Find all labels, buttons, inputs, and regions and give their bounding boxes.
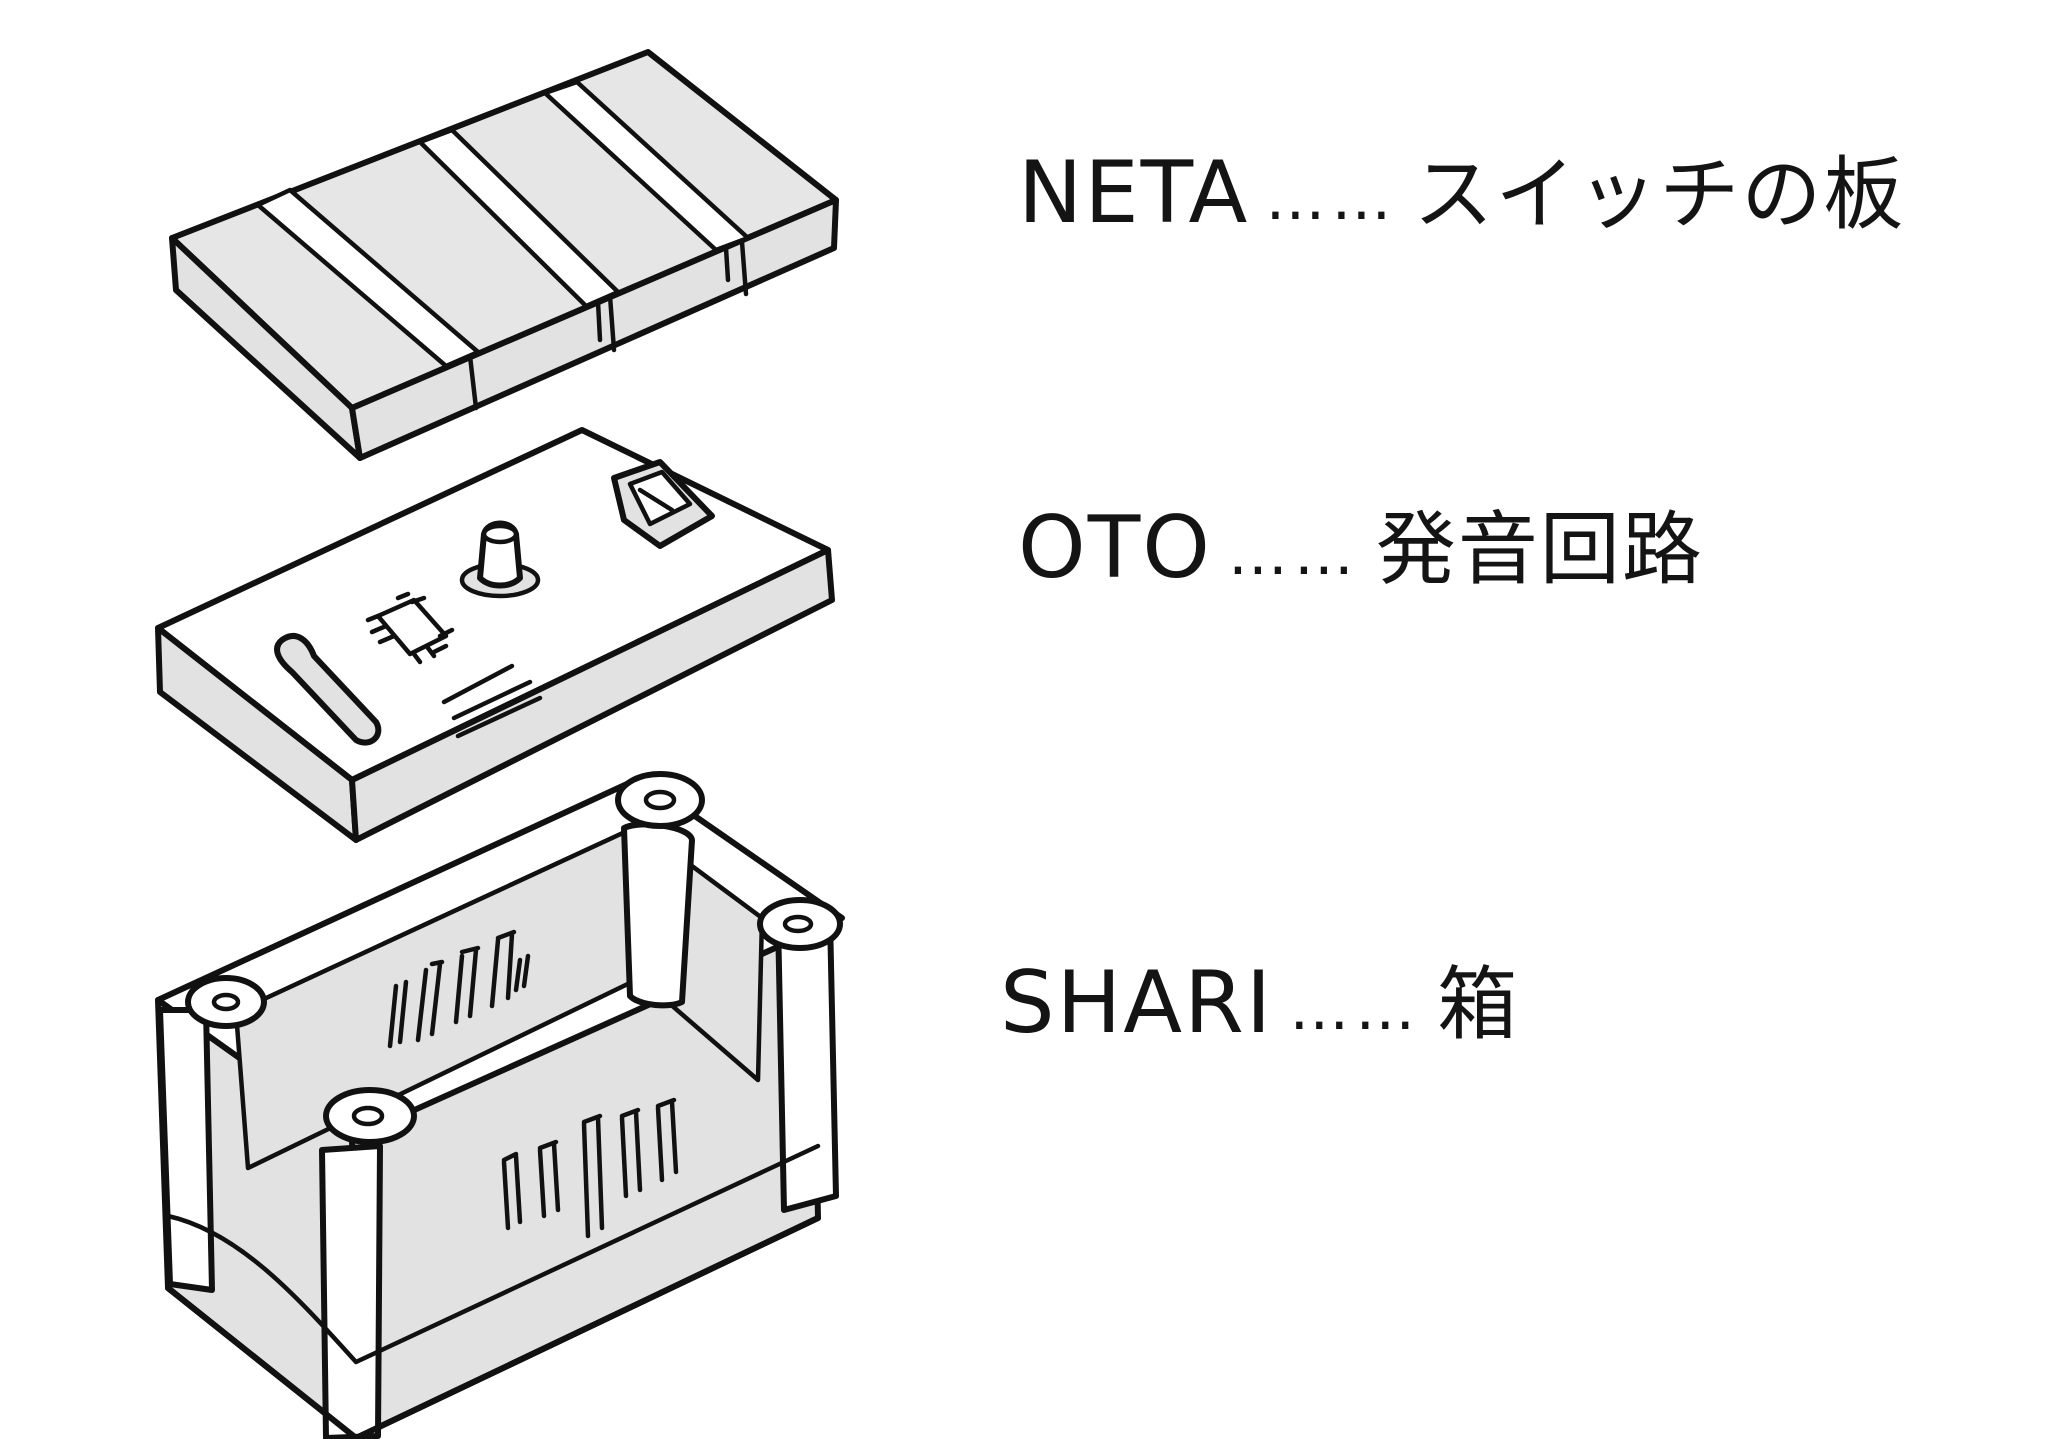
label-meaning: 発音回路 [1375, 503, 1704, 596]
sound-circuit-board [155, 427, 835, 843]
label-neta: NETA……スイッチの板 [1018, 150, 1905, 236]
label-separator: …… [1289, 973, 1422, 1044]
label-meaning: 箱 [1437, 958, 1520, 1051]
plate-stripe [542, 79, 751, 253]
corner-post [757, 897, 843, 1213]
label-term: NETA [1018, 143, 1250, 243]
enclosure-box [155, 771, 845, 1439]
label-term: SHARI [1000, 953, 1274, 1053]
trace-line [451, 679, 533, 721]
vent-slots [501, 1097, 679, 1239]
slide-slot [274, 633, 382, 746]
corner-post [319, 1087, 417, 1439]
trace-line [455, 695, 543, 739]
label-meaning: スイッチの板 [1413, 148, 1906, 241]
plate-stripe [417, 127, 621, 309]
switch-plate [169, 49, 839, 461]
plate-stripe [255, 187, 481, 369]
corner-post [157, 975, 267, 1293]
label-term: OTO [1018, 498, 1212, 598]
knob-icon [459, 520, 541, 599]
label-separator: …… [1265, 163, 1398, 234]
label-shari: SHARI……箱 [1000, 960, 1519, 1046]
label-separator: …… [1227, 518, 1360, 589]
trace-line [441, 663, 515, 705]
corner-post [615, 771, 705, 1009]
vent-slots [387, 929, 531, 1049]
chip-icon [365, 591, 455, 665]
label-oto: OTO……発音回路 [1018, 505, 1704, 591]
toggle-switch-icon [611, 459, 715, 549]
